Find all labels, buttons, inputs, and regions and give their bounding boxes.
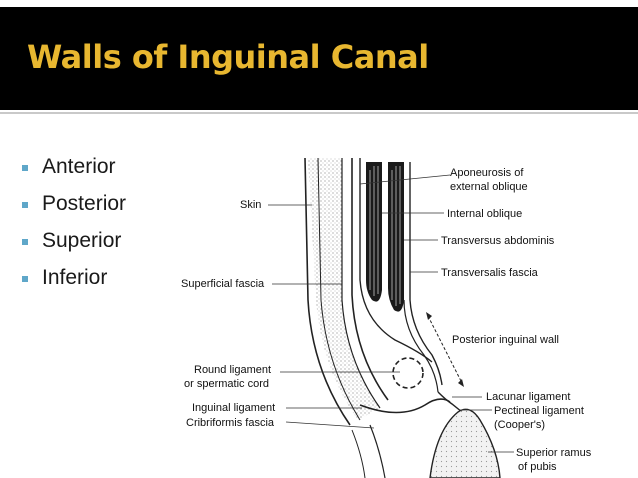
- leader-lines: [268, 174, 514, 453]
- aponeurosis-line: [351, 158, 389, 401]
- bullet-item-anterior: Anterior: [22, 155, 126, 192]
- title-bar: [0, 7, 638, 110]
- slide-title: Walls of Inguinal Canal: [27, 38, 429, 76]
- posterior-wall-line: [403, 299, 439, 393]
- bullet-item-superior: Superior: [22, 229, 126, 266]
- label-cribriformis: Cribriformis fascia: [186, 417, 275, 429]
- label-aponeurosis-line1: Aponeurosis of: [450, 167, 524, 179]
- label-pectineal-line2: (Cooper's): [494, 419, 545, 431]
- skin-outline: [304, 157, 351, 426]
- superficial-fascia-line: [341, 158, 381, 409]
- bullet-square-icon: [22, 202, 28, 208]
- diagram-svg: Aponeurosis of external oblique Skin Int…: [181, 157, 592, 478]
- label-round-ligament-line1: Round ligament: [194, 364, 271, 376]
- bullet-item-posterior: Posterior: [22, 192, 126, 229]
- bullet-item-inferior: Inferior: [22, 266, 126, 303]
- label-skin: Skin: [240, 199, 261, 211]
- label-transversus: Transversus abdominis: [441, 235, 555, 247]
- bullet-text: Posterior: [42, 192, 127, 215]
- bullet-square-icon: [22, 239, 28, 245]
- arrowhead-down-icon: [458, 379, 464, 387]
- title-divider: [0, 112, 638, 114]
- label-aponeurosis-line2: external oblique: [450, 181, 528, 193]
- posterior-wall-arrow: [427, 315, 463, 384]
- label-round-ligament-line2: or spermatic cord: [184, 378, 269, 390]
- label-pubis-line1: Superior ramus: [516, 447, 592, 459]
- bullet-square-icon: [22, 165, 28, 171]
- inguinal-ligament: [359, 398, 451, 414]
- label-internal-oblique: Internal oblique: [447, 208, 522, 220]
- muscle-hatching: [369, 166, 401, 306]
- superficial-fascia-band: [308, 158, 380, 420]
- label-superficial-fascia: Superficial fascia: [181, 278, 265, 290]
- bullet-text: Superior: [42, 229, 122, 252]
- transversalis-fascia: [409, 162, 443, 386]
- cribriformis-line: [369, 424, 386, 478]
- superior-ramus-pubis: [429, 408, 501, 478]
- bullet-list: Anterior Posterior Superior Inferior: [22, 155, 126, 303]
- bullet-text: Inferior: [42, 266, 108, 289]
- label-lacunar: Lacunar ligament: [486, 391, 570, 403]
- bullet-text: Anterior: [42, 155, 116, 178]
- lacunar-ligament: [437, 391, 463, 413]
- external-oblique-line: [359, 158, 433, 363]
- spermatic-cord-circle: [392, 357, 424, 389]
- skin-outline-inner: [317, 157, 361, 421]
- label-transversalis: Transversalis fascia: [441, 267, 539, 279]
- bullet-square-icon: [22, 276, 28, 282]
- label-inguinal-ligament: Inguinal ligament: [192, 402, 275, 414]
- label-posterior-wall: Posterior inguinal wall: [452, 334, 559, 346]
- label-pectineal-line1: Pectineal ligament: [494, 405, 584, 417]
- label-pubis-line2: of pubis: [518, 461, 557, 473]
- lower-fascia-line: [351, 429, 366, 478]
- inguinal-canal-diagram: Aponeurosis of external oblique Skin Int…: [175, 150, 638, 478]
- arrowhead-up-icon: [426, 312, 432, 320]
